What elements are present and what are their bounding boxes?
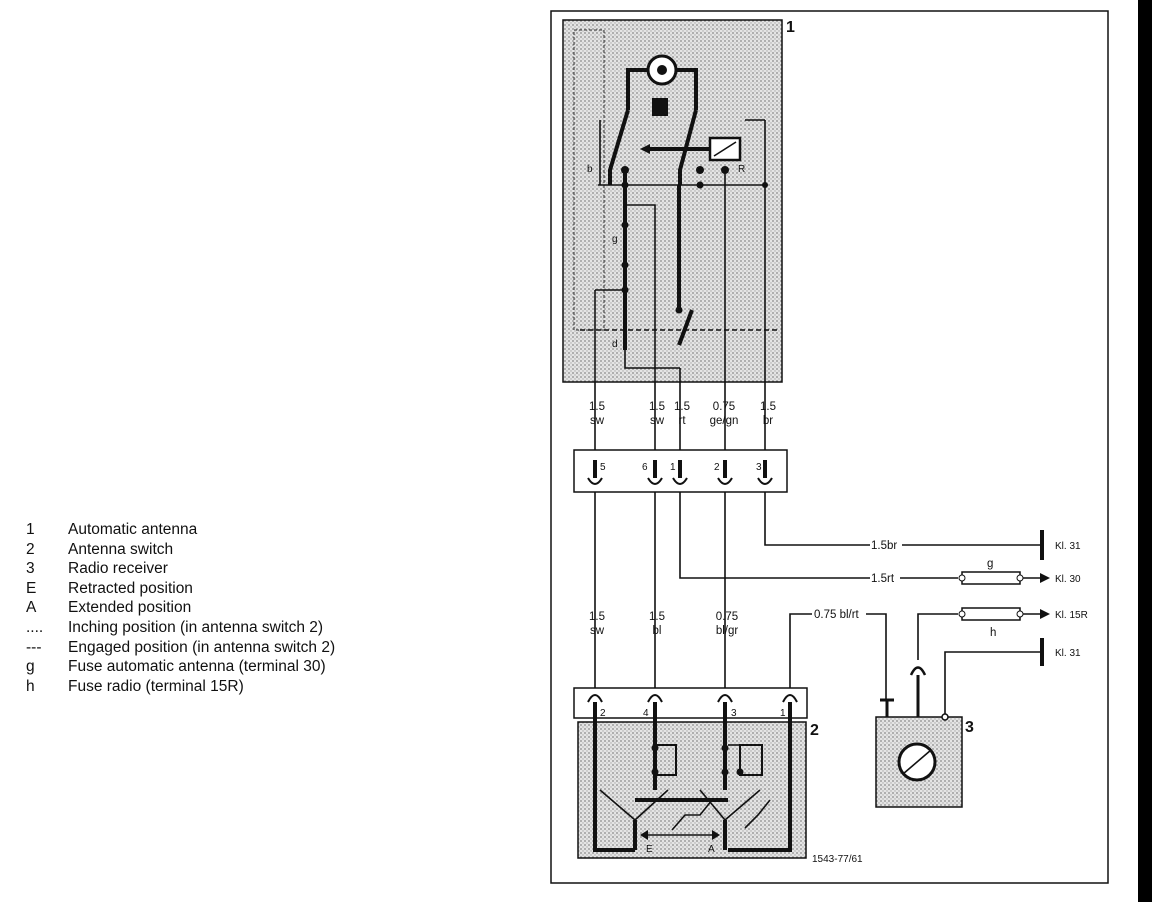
fuse-h-icon [961,607,1021,621]
legend-key: .... [26,618,44,636]
legend-row: 2 Antenna switch [26,540,335,560]
legend-row: 3 Radio receiver [26,559,335,579]
label-automatic-antenna-number: 1 [786,19,795,36]
connector-pin-2: 2 [714,462,720,473]
antenna-connector: 5 6 1 2 3 [573,449,788,493]
upper-wire-4-color: ge/gn [710,415,739,427]
scan-edge-bar [1138,0,1152,902]
radio-receiver-unit [875,666,963,808]
terminal-kl31-bottom: Kl. 31 [1055,648,1081,659]
legend-row: --- Engaged position (in antenna switch 2… [26,638,335,658]
wire-label-rt: 1.5rt [871,573,895,585]
connector-pin-5: 5 [600,462,606,473]
legend-key: 2 [26,540,35,558]
legend-text: Automatic antenna [68,521,198,538]
label-a: A [708,844,715,855]
label-b: b [587,164,593,175]
terminal-kl30: Kl. 30 [1055,574,1081,585]
diagram-code: 1543-77/61 [812,854,863,865]
wire-label-blrt: 0.75 bl/rt [814,609,860,621]
connector-pin-3: 3 [756,462,762,473]
wire-label-br: 1.5br [871,540,897,552]
label-radio-number: 3 [965,719,974,736]
legend-row: E Retracted position [26,579,335,599]
upper-wire-5-color: br [763,415,773,427]
legend-row: .... Inching position (in antenna switch … [26,618,335,638]
legend-row: g Fuse automatic antenna (terminal 30) [26,657,335,677]
legend-row: h Fuse radio (terminal 15R) [26,677,335,697]
legend-key: h [26,677,35,695]
switch-pin-3: 3 [731,708,737,719]
switch-connector: 2 4 3 1 [573,687,808,722]
diagram-frame [550,10,1109,884]
legend-key: g [26,658,35,676]
connector-pin-1: 1 [670,462,676,473]
switch-pin-2: 2 [600,708,606,719]
upper-wire-3-color: rt [678,415,686,427]
upper-wire-2-color: sw [650,415,665,427]
connector-pin-6: 6 [642,462,648,473]
upper-wire-5-size: 1.5 [760,401,776,413]
legend-text: Fuse automatic antenna (terminal 30) [68,658,326,676]
upper-wire-3-size: 1.5 [674,401,690,413]
switch-pin-1: 1 [780,708,786,719]
legend: 1 Automatic antenna 2 Antenna switch 3 Radio … [26,520,335,696]
upper-wire-labels: 1.5 sw 1.5 sw 1.5 rt 0.75 ge/gn 1.5 br [589,401,776,427]
upper-wire-2-size: 1.5 [649,401,665,413]
legend-text: Engaged position (in antenna switch 2) [68,638,336,656]
legend-key: A [26,599,37,617]
legend-key: --- [26,638,42,656]
lower-wire-2-size: 1.5 [649,611,665,623]
fuse-g-label: g [987,558,993,570]
label-antenna-switch-number: 2 [810,722,819,739]
lower-wire-3-color: bl/gr [716,625,739,637]
fuse-g-icon [961,571,1021,585]
terminal-kl15r: Kl. 15R [1055,610,1088,621]
label-g-internal: g [612,234,618,245]
lower-wire-labels: 1.5 sw 1.5 bl 0.75 bl/gr [589,611,738,637]
antenna-switch-unit: E A 1543-77/61 [577,721,863,865]
legend-text: Fuse radio (terminal 15R) [68,677,244,695]
label-d: d [612,339,618,350]
lower-wire-1-size: 1.5 [589,611,605,623]
legend-row: 1 Automatic antenna [26,520,335,540]
legend-text: Extended position [68,599,192,617]
lower-wire-2-color: bl [653,625,662,637]
upper-wire-1-color: sw [590,415,605,427]
legend-key: 3 [26,560,35,578]
upper-wire-1-size: 1.5 [589,401,605,413]
lower-wire-1-color: sw [590,625,605,637]
lower-wire-3-size: 0.75 [716,611,738,623]
legend-text: Antenna switch [68,540,174,558]
label-r: R [738,164,745,175]
label-e: E [646,844,653,855]
legend-text: Retracted position [68,579,193,597]
fuse-h-label: h [990,627,996,639]
right-wiring: 1.5br Kl. 31 1.5rt g Kl. 30 0.75 bl/rt h… [789,530,1088,715]
legend-row: A Extended position [26,598,335,618]
legend-text: Inching position (in antenna switch 2) [68,618,324,636]
legend-text: Radio receiver [68,560,168,578]
upper-wire-4-size: 0.75 [713,401,735,413]
legend-key: 1 [26,521,35,538]
terminal-kl31-top: Kl. 31 [1055,541,1081,552]
automatic-antenna-unit: R b g d [562,19,783,385]
switch-pin-4: 4 [643,708,649,719]
legend-key: E [26,579,37,597]
